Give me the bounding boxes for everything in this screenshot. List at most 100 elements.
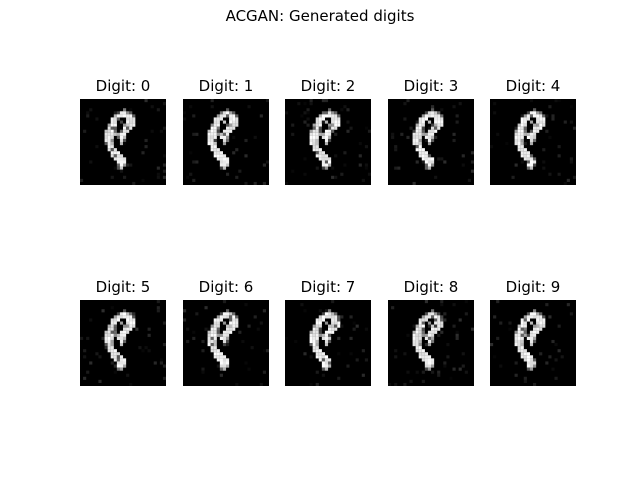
pixel <box>520 123 524 127</box>
pixel <box>421 330 425 334</box>
pixel <box>235 318 239 322</box>
pixel <box>337 117 341 121</box>
pixel <box>113 151 117 155</box>
pixel <box>132 181 136 185</box>
pixel <box>101 336 105 340</box>
pixel <box>123 129 127 133</box>
pixel <box>312 336 316 340</box>
pixel <box>113 330 117 334</box>
pixel <box>262 349 266 353</box>
pixel <box>337 336 341 340</box>
pixel <box>331 321 335 325</box>
pixel <box>526 315 530 319</box>
pixel <box>210 138 214 143</box>
pixel <box>539 111 543 115</box>
pixel <box>110 333 114 337</box>
pixel <box>533 339 537 344</box>
pixel <box>213 154 217 158</box>
pixel <box>364 126 368 130</box>
pixel <box>110 129 114 133</box>
pixel <box>452 105 456 109</box>
pixel <box>358 142 362 146</box>
pixel <box>533 135 537 139</box>
pixel <box>526 154 530 158</box>
pixel <box>328 126 332 130</box>
pixel <box>222 367 227 371</box>
pixel <box>529 129 534 133</box>
pixel <box>312 339 316 344</box>
pixel <box>195 160 199 164</box>
pixel <box>113 148 117 152</box>
pixel <box>437 327 441 331</box>
pixel <box>126 324 130 328</box>
pixel <box>318 120 322 124</box>
pixel <box>367 172 371 176</box>
pixel <box>434 330 438 334</box>
pixel <box>331 129 335 133</box>
pixel <box>533 358 537 362</box>
pixel <box>126 126 130 130</box>
pixel <box>219 154 223 158</box>
pixel <box>222 300 227 304</box>
pixel <box>232 324 236 328</box>
pixel <box>523 154 527 158</box>
pixel <box>529 132 534 136</box>
pixel <box>213 336 217 340</box>
pixel <box>219 117 223 121</box>
pixel <box>113 154 117 158</box>
pixel <box>123 135 127 139</box>
pixel <box>431 330 435 334</box>
generated-digit-image <box>183 300 269 386</box>
pixel <box>533 364 537 368</box>
pixel <box>427 157 432 161</box>
pixel <box>256 327 260 331</box>
pixel <box>162 376 166 380</box>
pixel <box>192 178 196 182</box>
pixel <box>159 358 163 362</box>
pixel <box>324 358 329 362</box>
pixel <box>123 132 127 136</box>
pixel <box>517 138 521 143</box>
pixel <box>132 120 136 124</box>
pixel <box>400 132 404 136</box>
pixel <box>415 336 419 340</box>
pixel <box>309 355 313 359</box>
pixel <box>116 333 120 337</box>
pixel <box>418 129 422 133</box>
pixel <box>123 324 127 328</box>
pixel <box>159 361 163 365</box>
pixel <box>235 117 239 121</box>
pixel <box>328 364 332 368</box>
pixel <box>159 129 163 133</box>
pixel <box>424 318 428 322</box>
pixel <box>116 367 120 371</box>
pixel <box>110 306 114 310</box>
pixel <box>434 126 438 130</box>
pixel <box>229 321 233 325</box>
pixel <box>514 138 518 143</box>
pixel <box>409 379 413 383</box>
pixel <box>437 373 441 377</box>
pixel <box>162 169 166 173</box>
pixel <box>119 169 124 173</box>
pixel <box>321 373 325 377</box>
pixel <box>367 129 371 133</box>
pixel <box>226 364 230 368</box>
pixel <box>119 358 124 362</box>
pixel <box>129 126 133 130</box>
pixel <box>529 166 534 170</box>
pixel <box>415 120 419 124</box>
pixel <box>520 129 524 133</box>
pixel <box>303 102 307 106</box>
pixel <box>156 306 160 310</box>
pixel <box>324 343 329 347</box>
pixel <box>83 129 87 133</box>
pixel <box>431 315 435 319</box>
pixel <box>232 123 236 127</box>
pixel <box>219 111 223 115</box>
pixel <box>533 312 537 316</box>
pixel <box>312 138 316 143</box>
pixel <box>461 352 465 356</box>
pixel <box>545 303 549 307</box>
pixel <box>526 117 530 121</box>
